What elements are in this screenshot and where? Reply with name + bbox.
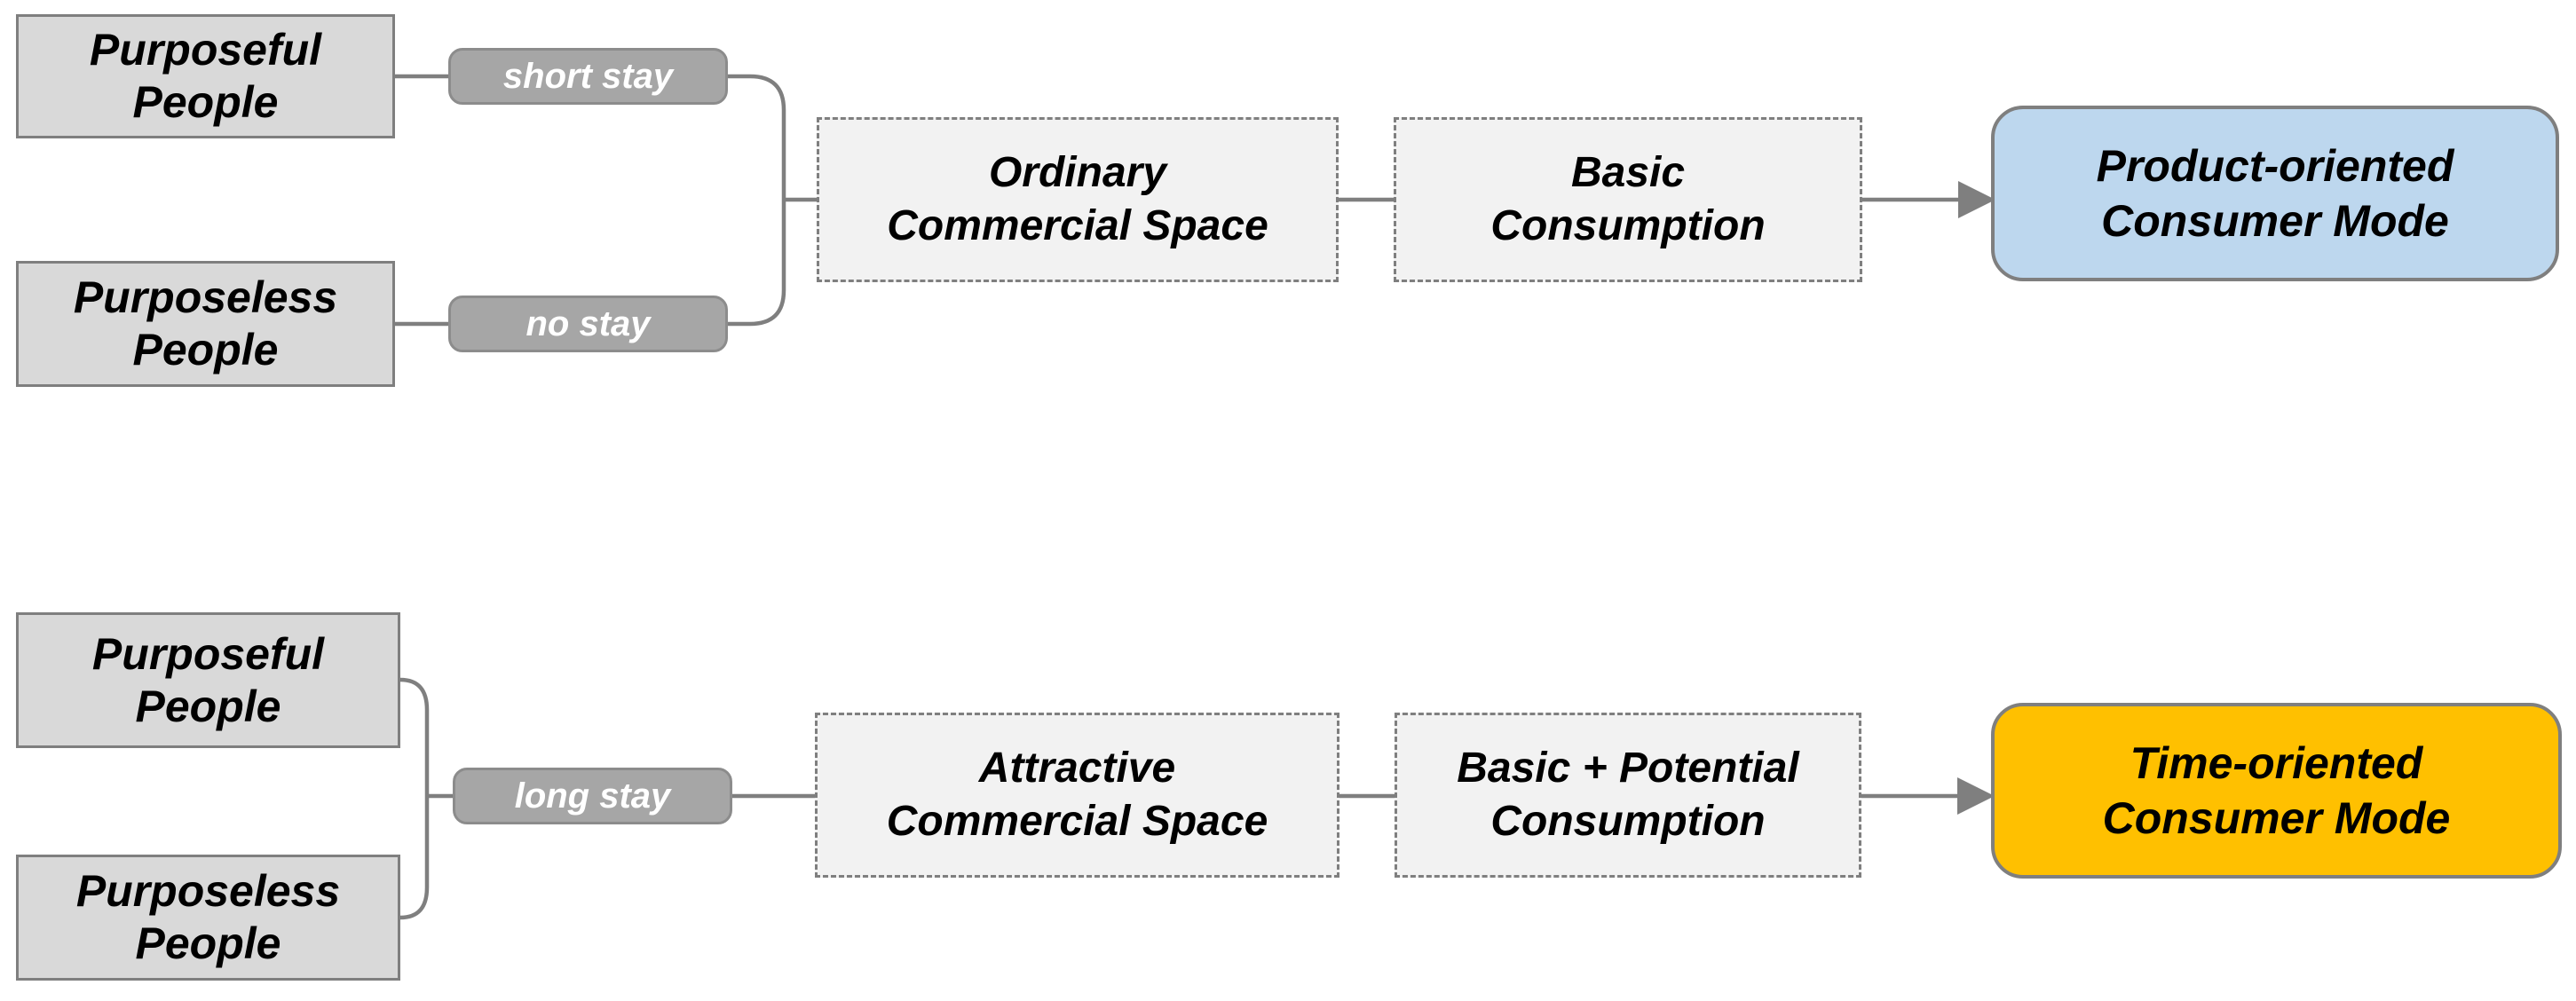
people-box-purposeless-top: Purposeless People (16, 261, 395, 387)
arrow-head-icon (1958, 181, 1995, 218)
arrow-head-icon (1957, 777, 1995, 815)
space-box-attractive-commercial: Attractive Commercial Space (815, 713, 1339, 878)
outcome-box-time-oriented: Time-oriented Consumer Mode (1991, 703, 2562, 879)
people-box-purposeful-top: Purposeful People (16, 14, 395, 138)
consumption-box-basic: Basic Consumption (1394, 117, 1862, 282)
stay-pill-no-stay: no stay (448, 296, 728, 352)
merge-bracket-top-flow (728, 74, 786, 327)
outcome-box-product-oriented: Product-oriented Consumer Mode (1991, 106, 2559, 281)
people-box-purposeless-bottom: Purposeless People (16, 855, 400, 981)
top-flow-connectors (395, 74, 1995, 327)
merge-bracket-bottom-flow (399, 677, 430, 920)
stay-pill-short-stay: short stay (448, 48, 728, 105)
space-box-ordinary-commercial: Ordinary Commercial Space (817, 117, 1339, 282)
bottom-flow-connectors (399, 677, 1995, 920)
people-box-purposeful-bottom: Purposeful People (16, 612, 400, 748)
stay-pill-long-stay: long stay (453, 768, 732, 824)
consumption-box-basic-potential: Basic + Potential Consumption (1395, 713, 1861, 878)
